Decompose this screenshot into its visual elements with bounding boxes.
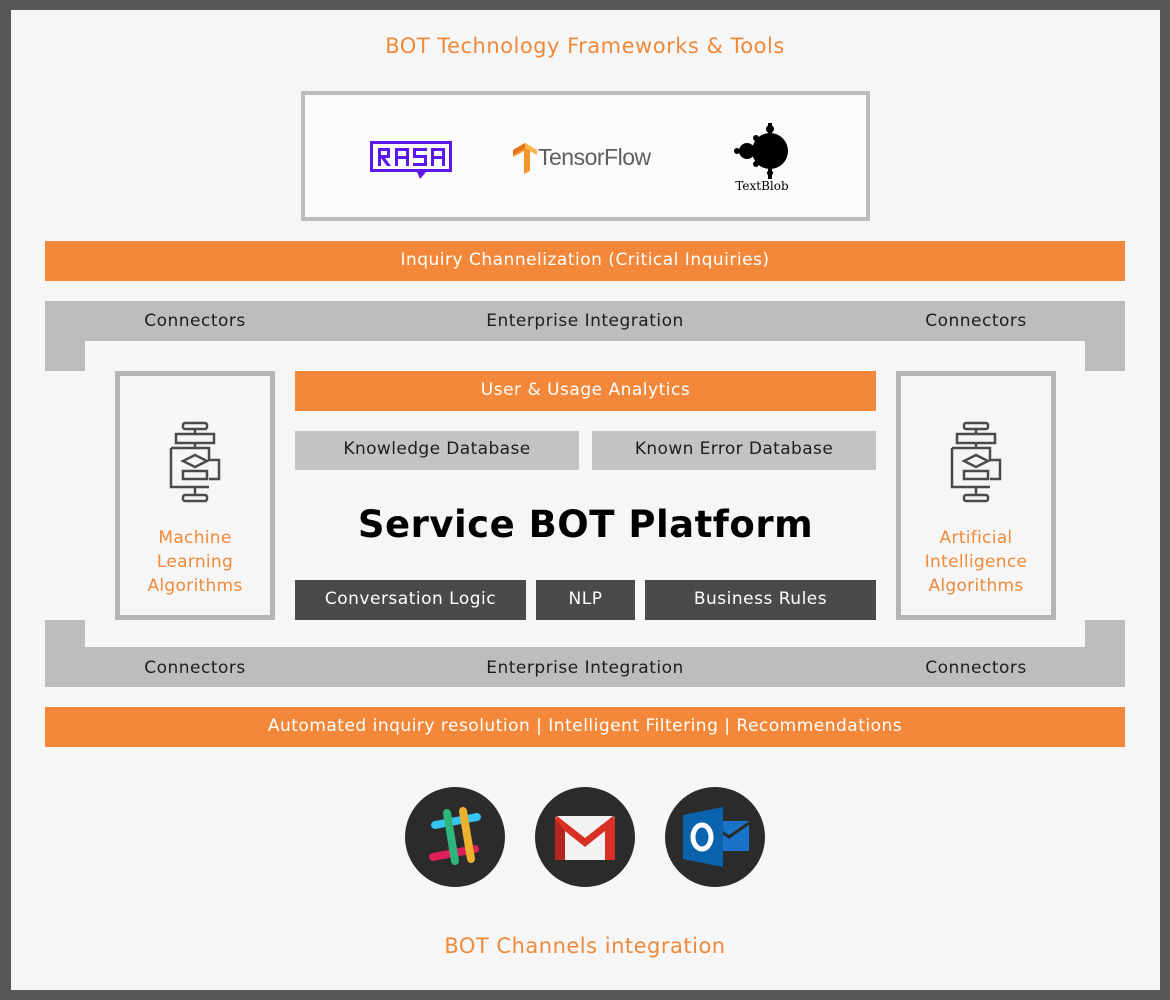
slack-channel — [405, 787, 505, 887]
machine-learning-line1: Machine — [158, 528, 232, 548]
top-integration-right-leg — [1085, 341, 1125, 371]
service-bot-platform-title: Service BOT Platform — [357, 503, 814, 546]
channels-integration-title: BOT Channels integration — [444, 934, 726, 958]
artificial-intelligence-line3: Algorithms — [928, 576, 1024, 596]
bottom-integration-left-leg — [45, 620, 85, 647]
flowchart-icon — [950, 421, 1002, 503]
tensorflow-logo — [513, 143, 537, 174]
textblob-logo — [734, 123, 788, 179]
business-rules-box: Business Rules — [645, 580, 876, 620]
machine-learning-line2: Learning — [156, 552, 234, 572]
knowledge-database-box: Knowledge Database — [295, 431, 579, 470]
artificial-intelligence-label: Artificial Intelligence Algorithms — [896, 526, 1056, 598]
automated-resolution-bar: Automated inquiry resolution | Intellige… — [45, 707, 1125, 747]
top-connectors-left: Connectors — [144, 311, 246, 331]
nlp-box: NLP — [536, 580, 635, 620]
top-connectors-right: Connectors — [925, 311, 1027, 331]
artificial-intelligence-line1: Artificial — [939, 528, 1013, 548]
gmail-channel — [535, 787, 635, 887]
tensorflow-label: TensorFlow — [538, 144, 651, 170]
bottom-integration-bar — [45, 647, 1125, 687]
known-error-database-box: Known Error Database — [592, 431, 876, 470]
user-usage-analytics-bar: User & Usage Analytics — [295, 371, 876, 411]
bottom-integration-right-leg — [1085, 620, 1125, 647]
top-integration-bar — [45, 301, 1125, 341]
outlook-icon — [683, 807, 750, 867]
machine-learning-line3: Algorithms — [147, 576, 243, 596]
top-integration-left-leg — [45, 341, 85, 371]
outlook-channel — [665, 787, 765, 887]
slack-icon — [429, 807, 481, 865]
artificial-intelligence-line2: Intelligence — [924, 552, 1028, 572]
bottom-enterprise-integration: Enterprise Integration — [486, 658, 684, 678]
textblob-label: TextBlob — [735, 179, 789, 193]
bottom-connectors-right: Connectors — [925, 658, 1027, 678]
rasa-logo — [370, 141, 452, 179]
conversation-logic-box: Conversation Logic — [295, 580, 526, 620]
machine-learning-label: Machine Learning Algorithms — [115, 526, 275, 598]
inquiry-channelization-bar: Inquiry Channelization (Critical Inquiri… — [45, 241, 1125, 281]
flowchart-icon — [169, 421, 221, 503]
frameworks-title: BOT Technology Frameworks & Tools — [385, 34, 785, 58]
bottom-connectors-left: Connectors — [144, 658, 246, 678]
gmail-icon — [555, 816, 615, 860]
top-enterprise-integration: Enterprise Integration — [486, 311, 684, 331]
